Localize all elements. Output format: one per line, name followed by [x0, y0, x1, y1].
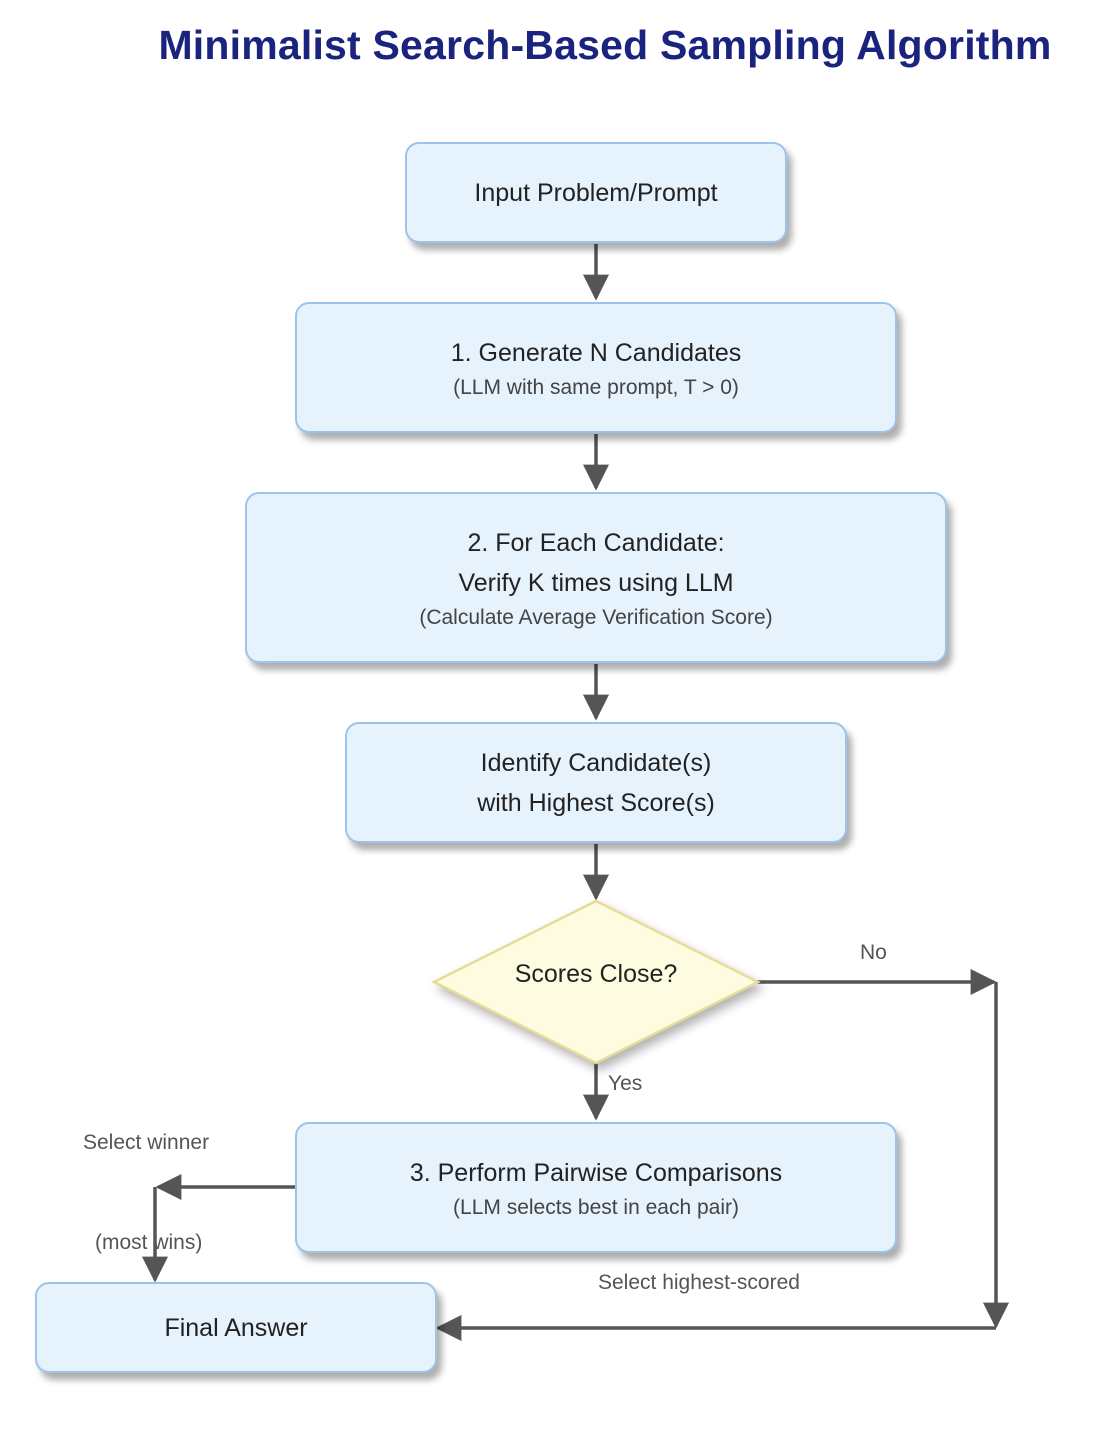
node-pairwise-comparisons: 3. Perform Pairwise Comparisons (LLM sel…: [295, 1122, 897, 1253]
node-input-label: Input Problem/Prompt: [474, 178, 718, 207]
node-pairwise-sublabel: (LLM selects best in each pair): [453, 1195, 739, 1219]
node-generate-candidates: 1. Generate N Candidates (LLM with same …: [295, 302, 897, 433]
edge-label-select-highest: Select highest-scored: [598, 1271, 800, 1294]
node-generate-label: 1. Generate N Candidates: [450, 338, 742, 367]
edge-label-yes: Yes: [608, 1072, 643, 1095]
node-identify-highest: Identify Candidate(s) with Highest Score…: [345, 722, 847, 843]
node-verify-label-line1: 2. For Each Candidate:: [467, 528, 725, 557]
node-generate-sublabel: (LLM with same prompt, T > 0): [453, 375, 739, 399]
node-verify-label-line2: Verify K times using LLM: [458, 568, 734, 597]
node-final-answer: Final Answer: [35, 1282, 437, 1373]
node-final-label: Final Answer: [164, 1313, 308, 1342]
node-identify-label-line1: Identify Candidate(s): [480, 748, 712, 777]
node-identify-label-line2: with Highest Score(s): [477, 788, 715, 817]
node-verify-sublabel: (Calculate Average Verification Score): [419, 605, 773, 629]
diagram-title: Minimalist Search-Based Sampling Algorit…: [158, 22, 1052, 68]
edge-label-most-wins: (most wins): [95, 1231, 203, 1254]
edge-label-no: No: [860, 941, 887, 964]
decision-diamond: [431, 899, 761, 1065]
edge-label-select-winner: Select winner: [83, 1131, 210, 1154]
node-pairwise-label: 3. Perform Pairwise Comparisons: [409, 1158, 783, 1187]
decision-label: Scores Close?: [514, 960, 678, 988]
node-input-problem: Input Problem/Prompt: [405, 142, 787, 243]
node-verify-candidates: 2. For Each Candidate: Verify K times us…: [245, 492, 947, 663]
